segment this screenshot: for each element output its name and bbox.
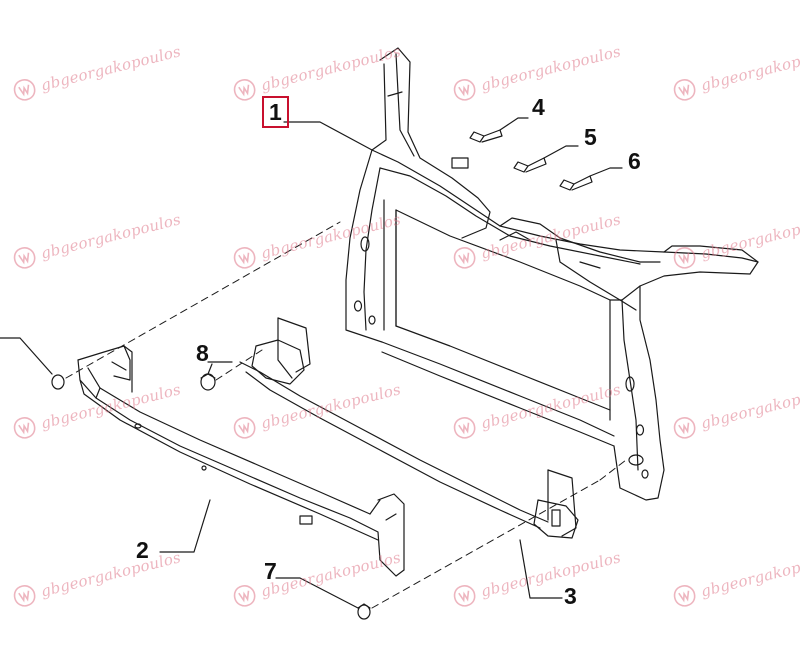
watermark: gbgeorgakopoulos (9, 376, 184, 443)
callout-2: 2 (136, 537, 149, 563)
watermark: gbgeorgakopoulos (669, 544, 800, 611)
callout-8: 8 (196, 340, 209, 366)
bolt-part-5 (513, 145, 579, 173)
watermark: gbgeorgakopoulos (229, 38, 404, 105)
nut-part-7 (275, 577, 371, 620)
absorber-beam-part-3 (239, 317, 579, 599)
watermark: gbgeorgakopoulos (449, 376, 624, 443)
callout-6: 6 (628, 148, 641, 174)
bolt-part-4 (469, 117, 529, 143)
watermark: gbgeorgakopoulos (449, 544, 624, 611)
watermark: gbgeorgakopoulos (9, 38, 184, 105)
callout-7: 7 (264, 558, 277, 584)
nut-part-8 (200, 361, 233, 391)
watermark: gbgeorgakopoulos (9, 544, 184, 611)
callout-5: 5 (584, 124, 597, 150)
watermark: gbgeorgakopoulos (669, 38, 800, 105)
watermark: gbgeorgakopoulos (229, 376, 404, 443)
watermark: gbgeorgakopoulos (229, 206, 404, 273)
bolt-part-6 (559, 167, 623, 191)
watermark: gbgeorgakopoulos (9, 206, 184, 273)
watermark: gbgeorgakopoulos (669, 206, 800, 273)
watermark: gbgeorgakopoulos (449, 206, 624, 273)
bumper-beam-part-2 (77, 345, 405, 577)
watermark: gbgeorgakopoulos (229, 544, 404, 611)
nut-left (0, 337, 65, 390)
front-panel-part-1 (283, 47, 759, 501)
assembly-lines (65, 221, 627, 609)
callout-1: 1 (262, 96, 289, 128)
watermark: gbgeorgakopoulos (449, 38, 624, 105)
callout-3: 3 (564, 583, 577, 609)
watermark: gbgeorgakopoulos (669, 376, 800, 443)
callout-4: 4 (532, 94, 545, 120)
